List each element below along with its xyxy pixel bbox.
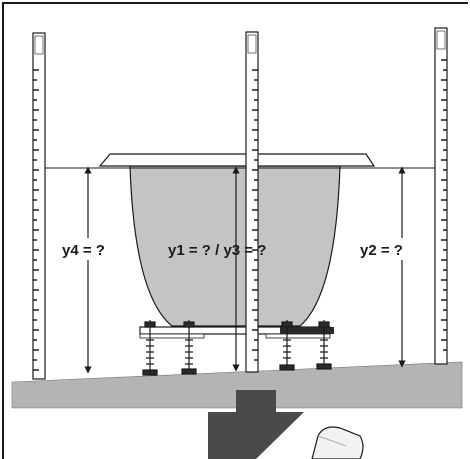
down-arrow-icon bbox=[208, 390, 304, 459]
measuring-rod-right bbox=[434, 27, 448, 365]
adjustable-feet bbox=[142, 320, 332, 376]
label-y2: y2 = ? bbox=[360, 242, 403, 259]
sloped-floor bbox=[11, 361, 463, 409]
tool-handle-icon bbox=[311, 426, 364, 459]
measuring-rod-left bbox=[32, 32, 46, 380]
bathtub bbox=[98, 153, 376, 327]
label-y1-y3: y1 = ? / y3 = ? bbox=[168, 242, 266, 259]
spirit-level-rod-icon bbox=[32, 27, 448, 380]
label-y4: y4 = ? bbox=[62, 242, 105, 259]
tub-support-frame bbox=[139, 326, 334, 339]
measuring-rod-center bbox=[245, 31, 259, 373]
